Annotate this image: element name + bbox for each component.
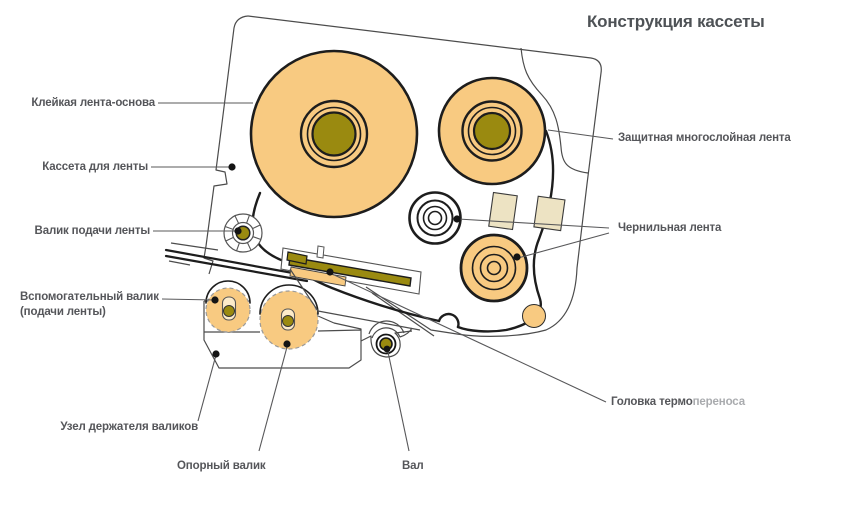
leader-support-roller	[258, 346, 288, 452]
dot-cassette	[228, 163, 236, 171]
leader-protective	[547, 129, 614, 140]
dot-ink-2	[513, 253, 521, 261]
label-tape-feed-roller: Валик подачи ленты	[34, 225, 151, 237]
dot-aux-roller	[211, 296, 219, 304]
head-tab	[316, 245, 325, 259]
tape-path-right	[456, 129, 555, 333]
shaft-assembly	[368, 320, 413, 355]
page-title: Конструкция кассеты	[587, 12, 765, 31]
leader-holder-unit	[197, 354, 217, 422]
leader-ink-2	[517, 232, 610, 259]
aux-roller-pin-core	[223, 305, 235, 317]
cassette-left-edge	[203, 15, 249, 275]
leader-lines	[151, 102, 614, 452]
label-thermal-head-faded: переноса	[692, 396, 745, 408]
leader-ink-1	[457, 218, 610, 229]
label-auxiliary-roller-line1: Вспомогательный валик	[20, 291, 159, 303]
cassette-top-right-edge	[247, 15, 602, 337]
label-thermal-head-main: Головка термо	[611, 396, 693, 408]
head-keel	[289, 268, 421, 331]
leader-dots	[211, 163, 521, 358]
pad-right	[533, 195, 566, 232]
head-bar-step	[286, 251, 308, 265]
leader-aux-roller	[161, 298, 216, 301]
beige-pads	[488, 191, 566, 232]
dot-shaft	[383, 345, 391, 353]
label-auxiliary-roller: Вспомогательный валик (подачи ленты)	[20, 290, 159, 320]
label-ink-ribbon: Чернильная лента	[618, 222, 722, 234]
leader-thermal-head	[329, 272, 607, 403]
dot-thermal-head	[326, 268, 334, 276]
tape-rolls	[249, 49, 547, 328]
label-shaft: Вал	[402, 460, 424, 472]
label-roller-holder-unit: Узел держателя валиков	[60, 421, 198, 433]
label-auxiliary-roller-line2: (подачи ленты)	[20, 306, 106, 318]
tape-guide-edge	[168, 242, 219, 266]
support-roller-top-arc	[259, 284, 319, 315]
cassette-bottom-inner-edge	[371, 292, 435, 337]
ink-takeup-roll	[459, 233, 529, 303]
leader-shaft	[387, 351, 410, 452]
aux-roller-top-arc	[205, 280, 251, 304]
aux-rollers	[205, 280, 319, 350]
feed-roller-wheel	[223, 213, 263, 253]
shaft-bracket	[360, 330, 413, 358]
dot-ink-1	[453, 215, 461, 223]
dot-feed-roller	[234, 227, 242, 235]
label-adhesive-base-tape: Клейкая лента-основа	[31, 97, 155, 109]
label-tape-cassette: Кассета для ленты	[42, 161, 148, 173]
label-protective-tape: Защитная многослойная лента	[618, 132, 791, 144]
dot-holder-unit	[212, 350, 220, 358]
thermal-head	[280, 245, 422, 331]
ink-ribbon-roll	[408, 191, 462, 245]
label-support-roller: Опорный валик	[177, 460, 266, 472]
protective-tape-roll	[437, 76, 547, 186]
guide-post	[522, 304, 546, 328]
pad-left	[488, 191, 518, 231]
cassette-body-outline	[168, 15, 602, 337]
feed-roller-spokes	[224, 214, 262, 252]
dot-support-roller	[283, 340, 291, 348]
tape-path-bump	[437, 312, 460, 329]
head-bar	[288, 256, 412, 287]
support-roller-pin-core	[282, 315, 294, 327]
adhesive-tape-roll	[249, 49, 419, 219]
cassette-cutout-curve	[520, 47, 589, 174]
label-thermal-head: Головка термопереноса	[611, 395, 745, 410]
